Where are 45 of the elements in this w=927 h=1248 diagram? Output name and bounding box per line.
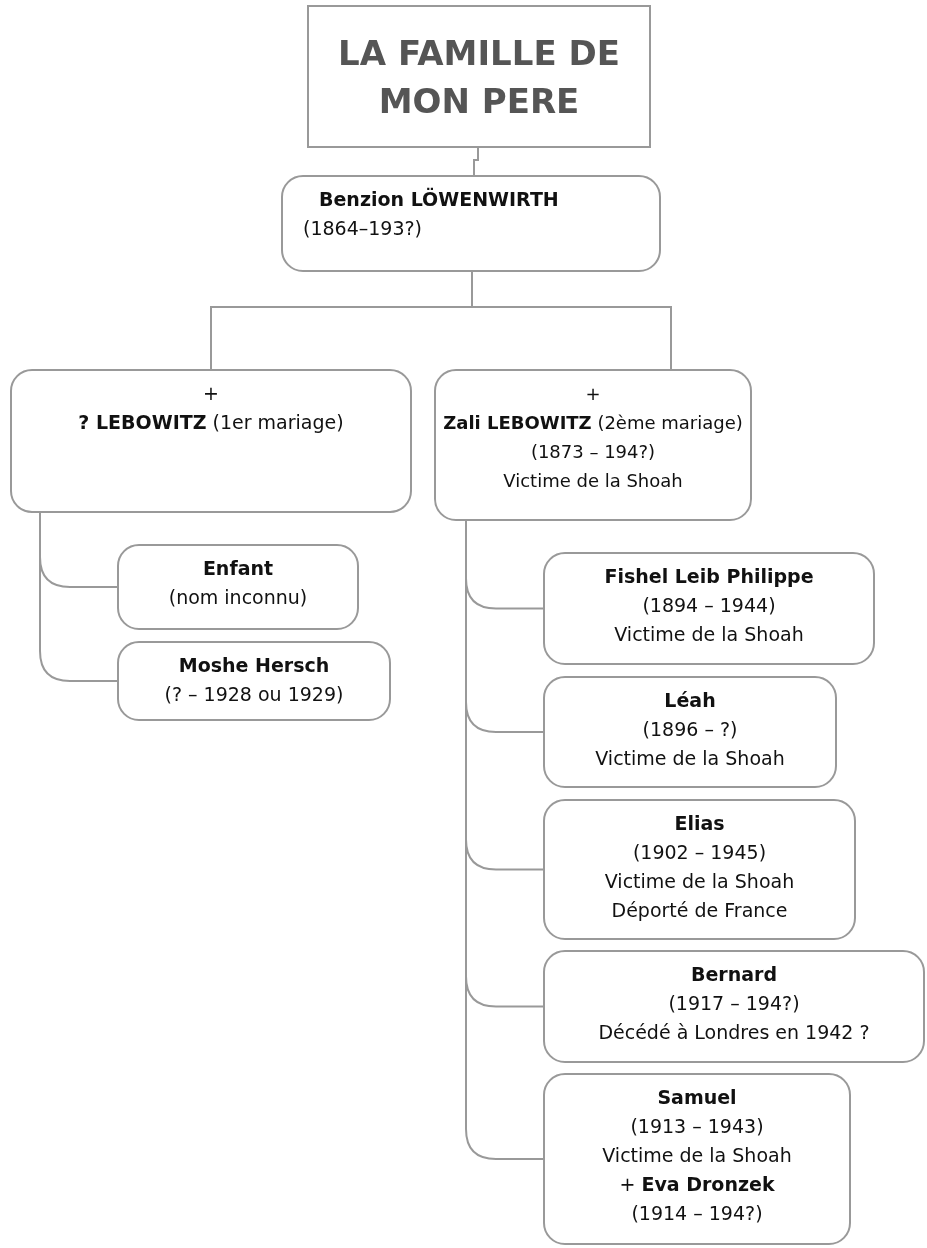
person-detail: + — [584, 382, 602, 406]
person-name: Bernard — [689, 962, 779, 987]
title-box — [307, 5, 651, 148]
person-detail: (1914 – 194?) — [630, 1201, 764, 1226]
person-detail: Victime de la Shoah — [502, 469, 684, 493]
person-detail: Victime de la Shoah — [594, 746, 786, 771]
person-detail: (nom inconnu) — [167, 585, 309, 610]
person-box — [543, 552, 875, 665]
person-name: Samuel — [656, 1085, 738, 1110]
connector-line — [473, 147, 479, 176]
connector-line — [39, 512, 118, 682]
person-detail: (1913 – 1943) — [629, 1114, 765, 1139]
person-box — [117, 641, 391, 721]
person-name: Fishel Leib Philippe — [603, 564, 815, 589]
person-detail: (1864–193?) — [303, 216, 424, 241]
person-detail: Décédé à Londres en 1942 ? — [597, 1020, 871, 1045]
person-detail: (? – 1928 ou 1929) — [163, 682, 345, 707]
person-box — [543, 799, 856, 940]
person-detail: (1873 – 194?) — [529, 440, 657, 464]
connector-line — [471, 271, 672, 370]
person-box — [543, 676, 837, 788]
person-detail: (1917 – 194?) — [667, 991, 801, 1016]
person-box — [10, 369, 412, 513]
person-detail: Victime de la Shoah — [601, 1143, 793, 1168]
person-detail: (1902 – 1945) — [631, 840, 768, 865]
person-box — [543, 950, 925, 1063]
person-box — [543, 1073, 851, 1245]
person-detail: (1896 – ?) — [641, 717, 739, 742]
person-name: Elias — [673, 811, 726, 836]
person-detail: + — [202, 381, 220, 406]
person-box — [281, 175, 661, 272]
person-detail: (1894 – 1944) — [641, 593, 777, 618]
person-detail: + Eva Dronzek — [618, 1172, 776, 1197]
person-name: Enfant — [201, 556, 275, 581]
title-text: LA FAMILLE DE MON PERE — [337, 32, 621, 123]
person-detail: Zali LEBOWITZ (2ème mariage) — [442, 411, 744, 435]
person-name: Benzion LÖWENWIRTH — [319, 186, 560, 212]
person-name: Moshe Hersch — [177, 653, 331, 678]
person-detail: Victime de la Shoah — [613, 622, 805, 647]
person-name: Léah — [663, 688, 717, 713]
person-detail: Victime de la Shoah — [603, 869, 796, 894]
person-box — [117, 544, 359, 630]
person-detail: ? LEBOWITZ (1er mariage) — [77, 410, 345, 435]
person-box — [434, 369, 752, 521]
person-detail: Déporté de France — [610, 898, 789, 923]
